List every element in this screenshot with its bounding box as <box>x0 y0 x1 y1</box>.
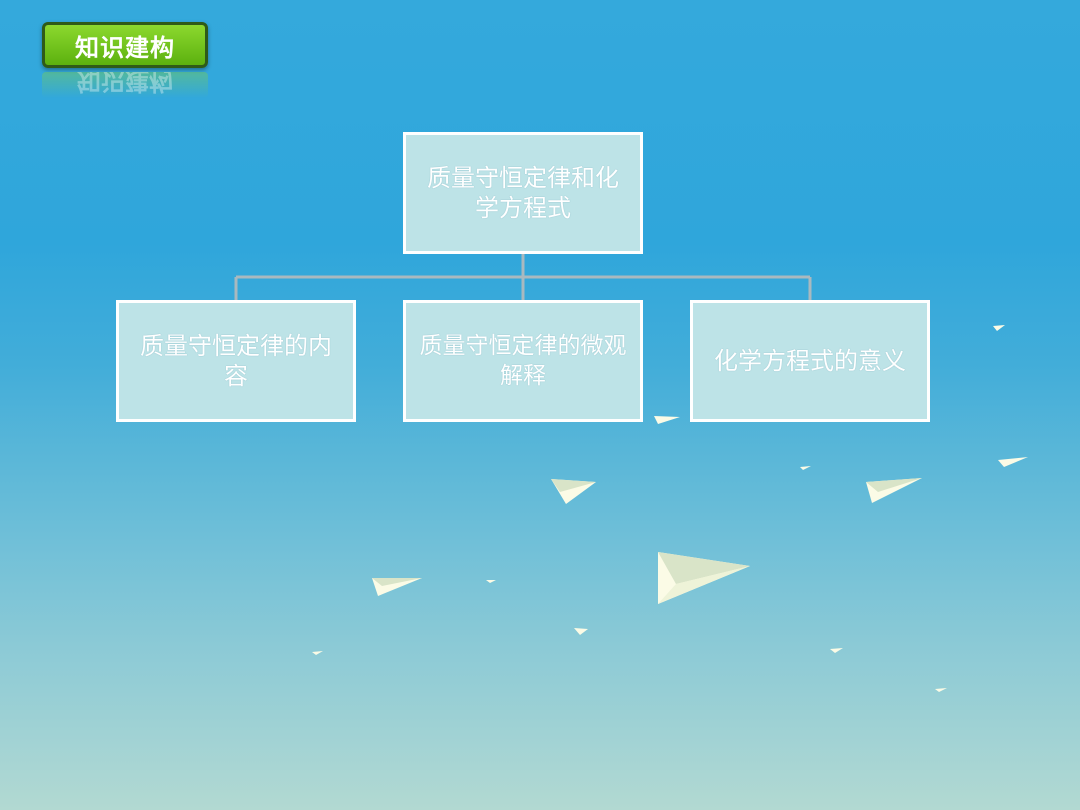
diagram-child-label-1: 质量守恒定律的内容 <box>140 332 332 390</box>
section-tag-reflection-label: 知识建构 <box>77 72 173 95</box>
paper-plane-icon <box>312 651 323 655</box>
diagram-root-label: 质量守恒定律和化学方程式 <box>427 164 619 222</box>
section-tag-label: 知识建构 <box>75 33 175 62</box>
diagram-child-label-3: 化学方程式的意义 <box>714 347 906 375</box>
paper-plane-icon <box>372 578 422 596</box>
paper-plane-icon <box>654 416 680 424</box>
diagram-child-node-1: 质量守恒定律的内容 <box>116 300 356 422</box>
section-tag-reflection: 知识建构 <box>42 72 208 98</box>
paper-plane-icon <box>574 628 588 635</box>
paper-plane-icon <box>866 478 922 503</box>
paper-plane-icon <box>800 466 811 470</box>
paper-plane-icon <box>998 457 1028 467</box>
paper-plane-icon <box>658 552 750 604</box>
paper-plane-icon <box>551 479 596 504</box>
paper-plane-icon <box>935 688 947 692</box>
paper-plane-icon <box>486 580 496 583</box>
diagram-child-node-3: 化学方程式的意义 <box>690 300 930 422</box>
section-tag: 知识建构 <box>42 22 208 68</box>
paper-plane-icon <box>830 648 843 653</box>
diagram-child-label-2: 质量守恒定律的微观解释 <box>419 333 627 389</box>
diagram-child-node-2: 质量守恒定律的微观解释 <box>403 300 643 422</box>
diagram-root-node: 质量守恒定律和化学方程式 <box>403 132 643 254</box>
paper-plane-icon <box>993 325 1005 331</box>
